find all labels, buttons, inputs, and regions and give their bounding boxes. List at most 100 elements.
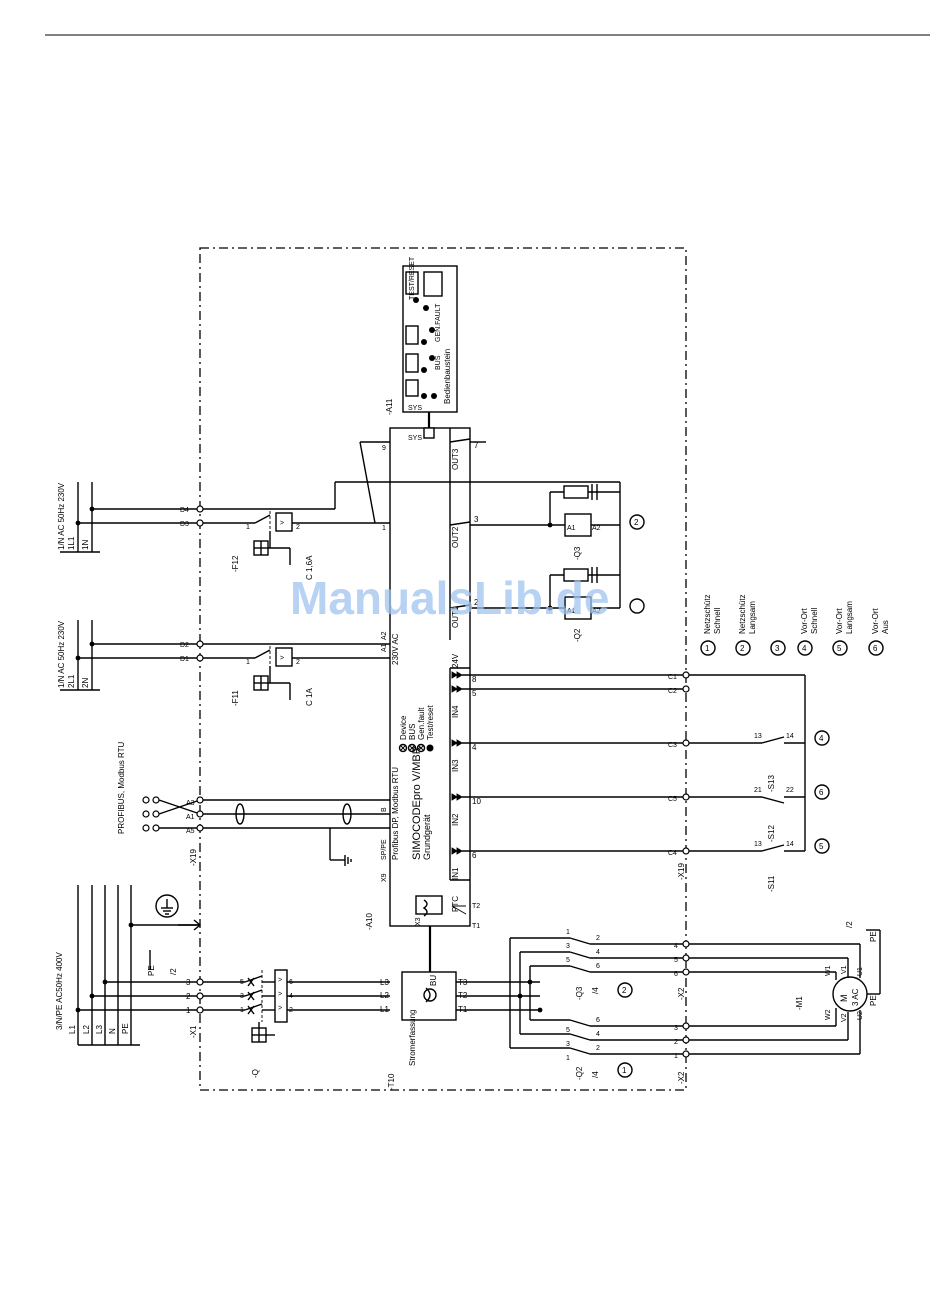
watermark: ManualsLib.de xyxy=(290,572,609,624)
svg-text:3: 3 xyxy=(674,1025,678,1032)
svg-text:-Q3: -Q3 xyxy=(573,546,582,560)
svg-text:4: 4 xyxy=(674,943,678,950)
svg-text:A1: A1 xyxy=(567,525,576,532)
svg-text:PE: PE xyxy=(869,995,878,1006)
svg-text:C4: C4 xyxy=(668,850,677,857)
svg-text:10: 10 xyxy=(472,797,481,806)
svg-text:9: 9 xyxy=(382,445,386,452)
svg-text:1: 1 xyxy=(622,1066,627,1075)
svg-text:3: 3 xyxy=(240,993,244,1000)
simocode-a10: -A10 SIMOCODEpro V/MBR Grundgerät Profib… xyxy=(365,412,686,930)
svg-text:A1: A1 xyxy=(567,608,576,615)
svg-text:C3: C3 xyxy=(668,742,677,749)
svg-text:13: 13 xyxy=(754,841,762,848)
svg-text:-A11: -A11 xyxy=(385,398,394,415)
svg-text:21: 21 xyxy=(754,787,762,794)
svg-text:C2: C2 xyxy=(668,688,677,695)
svg-text:2: 2 xyxy=(596,1045,600,1052)
svg-text:2: 2 xyxy=(296,524,300,531)
svg-text:OUT3: OUT3 xyxy=(451,448,460,470)
svg-text:1/N AC 50Hz 230V: 1/N AC 50Hz 230V xyxy=(57,482,66,550)
svg-text:Langsam: Langsam xyxy=(748,601,757,634)
svg-text:BUS: BUS xyxy=(408,724,417,740)
svg-text:Grundgerät: Grundgerät xyxy=(422,814,432,860)
svg-text:>: > xyxy=(278,991,282,998)
svg-text:1: 1 xyxy=(186,1006,191,1015)
svg-text:-Q3: -Q3 xyxy=(575,986,584,1000)
svg-text:C5: C5 xyxy=(668,796,677,803)
svg-text:-T10: -T10 xyxy=(387,1073,396,1090)
terminal-x1: -X1 1 2 3 xyxy=(186,978,204,1038)
contactor-coils: A1 A2 -Q3 A1 A2 -Q2 2 xyxy=(547,482,645,642)
svg-text:6: 6 xyxy=(289,979,293,986)
svg-text:-X2: -X2 xyxy=(677,987,686,1000)
svg-text:L2: L2 xyxy=(380,991,389,1000)
svg-text:TEST/RESET: TEST/RESET xyxy=(409,256,416,300)
svg-text:>: > xyxy=(280,520,284,527)
svg-text:-X19: -X19 xyxy=(189,849,198,866)
svg-text:1: 1 xyxy=(246,659,250,666)
svg-text:14: 14 xyxy=(786,841,794,848)
svg-text:1: 1 xyxy=(674,1053,678,1060)
svg-text:22: 22 xyxy=(786,787,794,794)
svg-text:>: > xyxy=(280,655,284,662)
svg-text:Aus: Aus xyxy=(881,620,890,634)
svg-text:2: 2 xyxy=(740,644,745,653)
svg-text:IN3: IN3 xyxy=(451,759,460,772)
svg-text:4: 4 xyxy=(472,743,477,752)
svg-text:5: 5 xyxy=(472,689,477,698)
svg-text:-S12: -S12 xyxy=(767,825,776,842)
svg-text:>: > xyxy=(278,977,282,984)
main-supply-label: 3/N/PE AC50Hz 400V xyxy=(55,952,64,1030)
phase-l3: L3 xyxy=(95,1025,104,1034)
svg-text:-A10: -A10 xyxy=(365,913,374,930)
svg-text:24V: 24V xyxy=(451,653,460,668)
svg-text:A1: A1 xyxy=(381,643,388,652)
phase-pe: PE xyxy=(121,1023,130,1034)
svg-text:-X19: -X19 xyxy=(677,863,686,880)
svg-text:U2: U2 xyxy=(857,1011,864,1020)
svg-text:U1: U1 xyxy=(857,967,864,976)
svg-text:BU: BU xyxy=(429,975,438,986)
svg-text:8: 8 xyxy=(472,675,477,684)
svg-text:SP/PE: SP/PE xyxy=(381,839,388,860)
svg-text:13: 13 xyxy=(754,733,762,740)
svg-text:3: 3 xyxy=(186,978,191,987)
svg-text:X3: X3 xyxy=(415,917,422,926)
svg-text:2L1: 2L1 xyxy=(67,674,76,688)
svg-text:A3: A3 xyxy=(186,800,195,807)
svg-text:IN4: IN4 xyxy=(451,705,460,718)
svg-text:4: 4 xyxy=(289,993,293,1000)
svg-text:/4: /4 xyxy=(591,1071,600,1078)
svg-text:PROFIBUS, Modbus RTU: PROFIBUS, Modbus RTU xyxy=(117,741,126,834)
svg-text:Device: Device xyxy=(399,715,408,740)
svg-text:4: 4 xyxy=(819,734,824,743)
svg-text:6: 6 xyxy=(596,963,600,970)
pe-ref: PE xyxy=(147,965,156,976)
svg-text:6: 6 xyxy=(472,851,477,860)
svg-text:1/N AC 50Hz 230V: 1/N AC 50Hz 230V xyxy=(57,620,66,688)
svg-text:GEN.FAULT: GEN.FAULT xyxy=(435,303,442,342)
svg-text:2: 2 xyxy=(186,992,191,1001)
svg-text:L3: L3 xyxy=(380,978,389,987)
svg-text:6: 6 xyxy=(819,788,824,797)
svg-text:Profibus DP, Modbus RTU: Profibus DP, Modbus RTU xyxy=(391,767,400,860)
svg-text:5: 5 xyxy=(819,842,824,851)
svg-text:5: 5 xyxy=(674,957,678,964)
svg-text:D2: D2 xyxy=(180,642,189,649)
svg-text:IN1: IN1 xyxy=(451,867,460,880)
svg-text:2: 2 xyxy=(622,986,627,995)
cabinet-boundary xyxy=(199,247,687,1091)
svg-text:5: 5 xyxy=(837,644,842,653)
svg-text:7: 7 xyxy=(474,441,479,450)
svg-text:4: 4 xyxy=(596,949,600,956)
svg-text:6: 6 xyxy=(674,971,678,978)
svg-text:5: 5 xyxy=(240,979,244,986)
operator-panel-a11: -A11 Bedienbaustein SYS BUS GEN.FAULT TE… xyxy=(385,256,458,415)
svg-text:4: 4 xyxy=(596,1031,600,1038)
svg-text:D4: D4 xyxy=(180,507,189,514)
pe-ref-page: /2 xyxy=(169,968,178,975)
svg-text:1: 1 xyxy=(240,1007,244,1014)
